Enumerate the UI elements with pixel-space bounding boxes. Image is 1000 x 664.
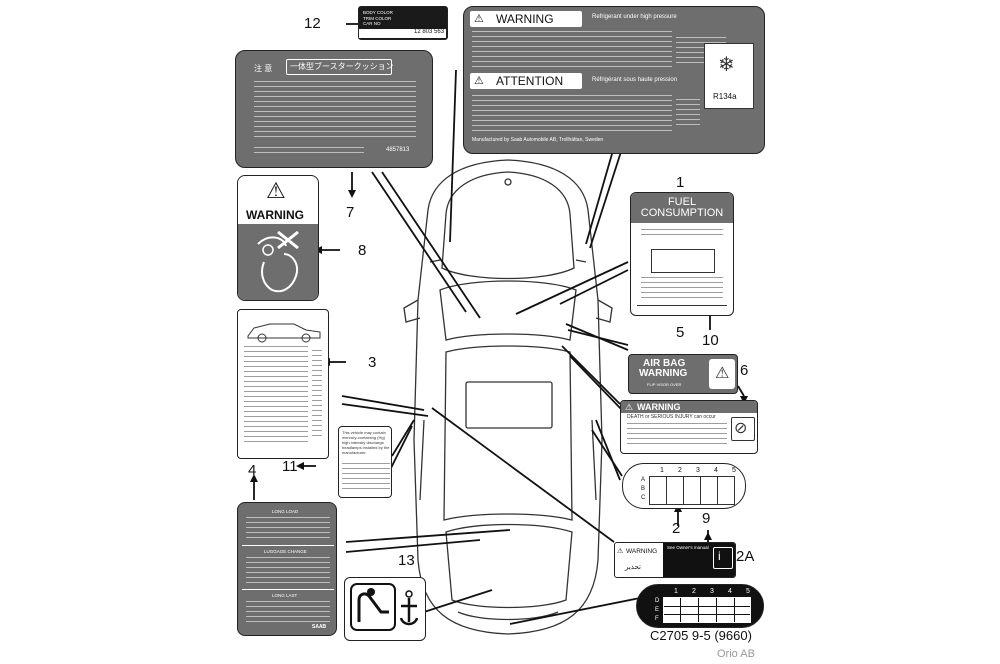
label-10-title: FUEL CONSUMPTION xyxy=(640,196,724,219)
airbag-icon: ⚠ xyxy=(715,365,730,382)
manual-book-icon: i xyxy=(713,547,733,569)
label-4-brand: SAAB xyxy=(312,624,327,630)
label-8-warning-icon: ⚠ xyxy=(266,178,286,203)
label-7-title: 注 意 xyxy=(254,64,273,73)
callout-6: 6 xyxy=(740,362,749,379)
callout-10: 10 xyxy=(702,332,719,349)
label-8-warning: WARNING xyxy=(246,208,304,222)
label-7-booster-cushion: 注 意 一体型ブースタークッション 4857813 xyxy=(235,50,433,168)
callout-8: 8 xyxy=(358,242,367,259)
label-9-warning: WARNING xyxy=(626,548,658,555)
callout-2a: 2A xyxy=(736,548,755,565)
callout-2: 2 xyxy=(672,520,681,537)
label-4-section-2: LUGGAGE CHANGE xyxy=(264,549,307,554)
label-7-part-no: 4857813 xyxy=(386,147,410,153)
label-4-section-3: LONG LAST xyxy=(272,593,298,598)
label-5-title-2: WARNING xyxy=(639,368,688,379)
label-9-arabic: تحذير xyxy=(625,564,641,571)
label-12-row-body: BODY COLOR xyxy=(363,10,393,15)
label-4-section-1: LONG LOAD xyxy=(272,509,299,514)
label-5-title-1: AIR BAG xyxy=(643,358,686,369)
label-1-warning-sub: Refrigerant under high pressure xyxy=(592,14,677,20)
callout-1: 1 xyxy=(676,174,685,191)
child-seat-anchor-icon xyxy=(350,583,419,631)
callout-5: 5 xyxy=(676,324,685,341)
label-9-warning-icon: ⚠ xyxy=(617,548,624,555)
callout-11: 11 xyxy=(282,458,298,475)
label-12-color-plate: BODY COLOR TRIM COLOR CAR NO 12 803 563 xyxy=(358,6,448,40)
label-1-refrigerant: R134a xyxy=(713,92,737,101)
label-1-attention-icon: ⚠ xyxy=(474,75,484,87)
company-credit: Orio AB xyxy=(717,648,755,660)
label-10-fuel-consumption: FUEL CONSUMPTION xyxy=(630,192,734,316)
callout-4: 4 xyxy=(248,462,257,479)
label-1-footer: Manufactured by Saab Automobile AB, Trol… xyxy=(472,137,604,143)
label-13-isofix xyxy=(344,577,426,641)
label-5-sub: FLIP VISOR OVER xyxy=(647,382,682,387)
callout-9: 9 xyxy=(702,510,711,527)
diagram-code: C2705 9-5 (9660) xyxy=(650,628,752,643)
label-7-heading: 一体型ブースタークッション xyxy=(290,62,394,71)
label-6-death-warning: ⚠ WARNING DEATH or SERIOUS INJURY can oc… xyxy=(620,400,758,454)
car-top-view xyxy=(403,159,613,635)
label-3-tire-pressure xyxy=(237,309,329,459)
label-8-airbag-warning: ⚠ WARNING xyxy=(237,175,319,301)
label-12-row-car: CAR NO xyxy=(363,21,381,26)
snowflake-icon: ❄ xyxy=(718,54,735,76)
no-child-seat-icon: ⊘ xyxy=(734,420,748,437)
label-6-warning-icon: ⚠ xyxy=(625,402,634,412)
label-4-load-info: LONG LOAD LUGGAGE CHANGE LONG LAST SAAB xyxy=(237,502,337,636)
label-9-owners-manual: ⚠ WARNING تحذير See Owner's manual i xyxy=(614,542,736,578)
label-1-attention: ATTENTION xyxy=(496,74,564,88)
callout-13: 13 xyxy=(398,552,415,569)
leader-lines xyxy=(253,23,745,625)
label-1-warning-icon: ⚠ xyxy=(474,13,484,25)
callout-12: 12 xyxy=(304,15,321,32)
label-1-attention-sub: Réfrigérant sous haute pression xyxy=(592,77,678,83)
label-11-mercury-notice: This vehicle may contain mercury-contain… xyxy=(338,426,392,498)
child-seat-airbag-icon xyxy=(257,230,299,293)
label-6-line-1: DEATH or SERIOUS INJURY can occur xyxy=(627,414,716,420)
label-1-refrigerant-box: ❄ R134a xyxy=(704,43,754,109)
label-6-warning: WARNING xyxy=(637,402,681,412)
label-9-see-manual: See Owner's manual xyxy=(667,545,709,550)
label-12-part-no: 12 803 563 xyxy=(414,29,445,35)
label-1-warning: WARNING xyxy=(496,12,554,26)
label-5-airbag-visor: AIR BAG WARNING FLIP VISOR OVER ⚠ xyxy=(628,354,738,394)
callout-3: 3 xyxy=(368,354,377,371)
label-1-ac-refrigerant: ⚠ WARNING Refrigerant under high pressur… xyxy=(463,6,765,154)
label-11-text: This vehicle may contain mercury-contain… xyxy=(342,430,390,455)
label-12-row-trim: TRIM COLOR xyxy=(363,15,392,21)
callout-7: 7 xyxy=(346,204,355,221)
car-side-icon xyxy=(247,323,321,343)
